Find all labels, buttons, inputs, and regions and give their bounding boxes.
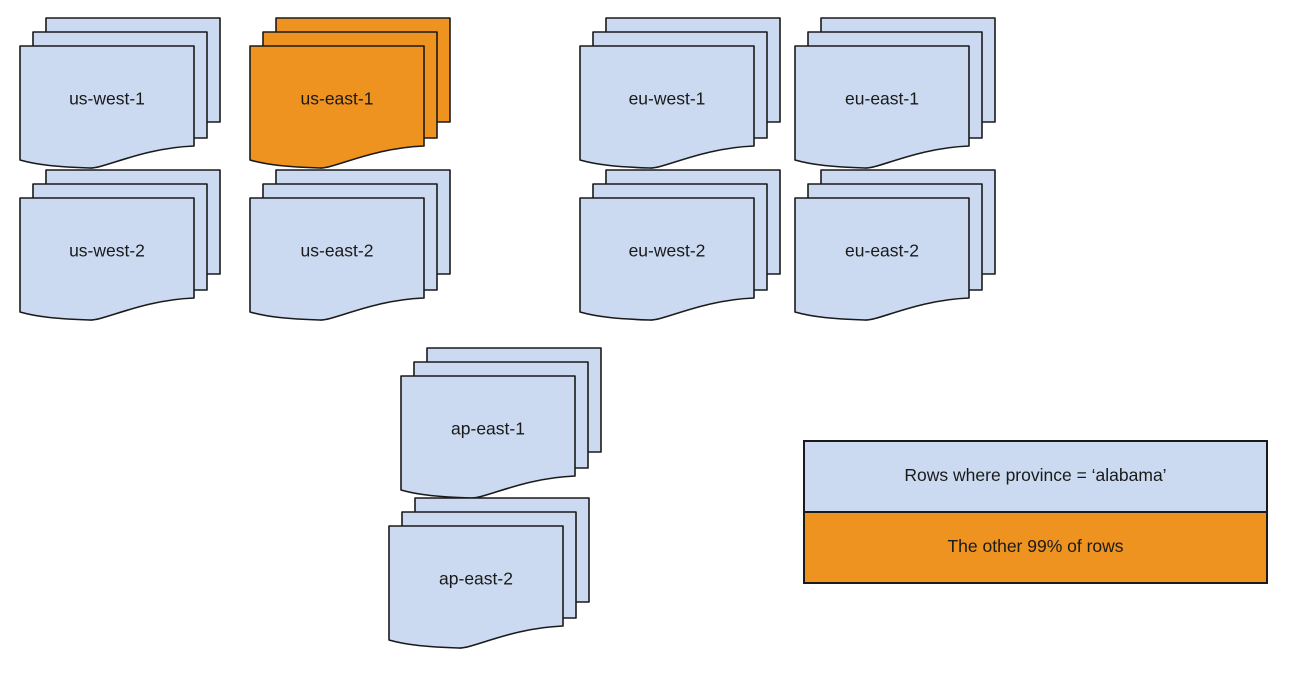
legend-row-legend-alabama: Rows where province = ‘alabama’ bbox=[803, 440, 1268, 513]
sheet-front bbox=[579, 197, 755, 321]
region-stack-eu-east-2[interactable]: eu-east-2 bbox=[794, 169, 996, 321]
region-stack-eu-east-1[interactable]: eu-east-1 bbox=[794, 17, 996, 169]
sheet-front bbox=[579, 45, 755, 169]
region-stack-ap-east-2[interactable]: ap-east-2 bbox=[388, 497, 590, 649]
region-stack-us-east-1[interactable]: us-east-1 bbox=[249, 17, 451, 169]
region-stack-us-east-2[interactable]: us-east-2 bbox=[249, 169, 451, 321]
sheet-front bbox=[794, 197, 970, 321]
sheet-front bbox=[19, 45, 195, 169]
region-stack-us-west-1[interactable]: us-west-1 bbox=[19, 17, 221, 169]
region-stack-eu-west-1[interactable]: eu-west-1 bbox=[579, 17, 781, 169]
legend-row-legend-other: The other 99% of rows bbox=[803, 511, 1268, 584]
sheet-front bbox=[400, 375, 576, 499]
region-stack-ap-east-1[interactable]: ap-east-1 bbox=[400, 347, 602, 499]
sheet-front bbox=[249, 45, 425, 169]
legend-swatch bbox=[803, 511, 1268, 584]
region-stack-us-west-2[interactable]: us-west-2 bbox=[19, 169, 221, 321]
legend-group: Rows where province = ‘alabama’The other… bbox=[803, 440, 1268, 584]
legend-swatch bbox=[803, 440, 1268, 513]
region-stack-eu-west-2[interactable]: eu-west-2 bbox=[579, 169, 781, 321]
sheet-front bbox=[249, 197, 425, 321]
sheet-front bbox=[19, 197, 195, 321]
sheet-front bbox=[388, 525, 564, 649]
sheet-front bbox=[794, 45, 970, 169]
